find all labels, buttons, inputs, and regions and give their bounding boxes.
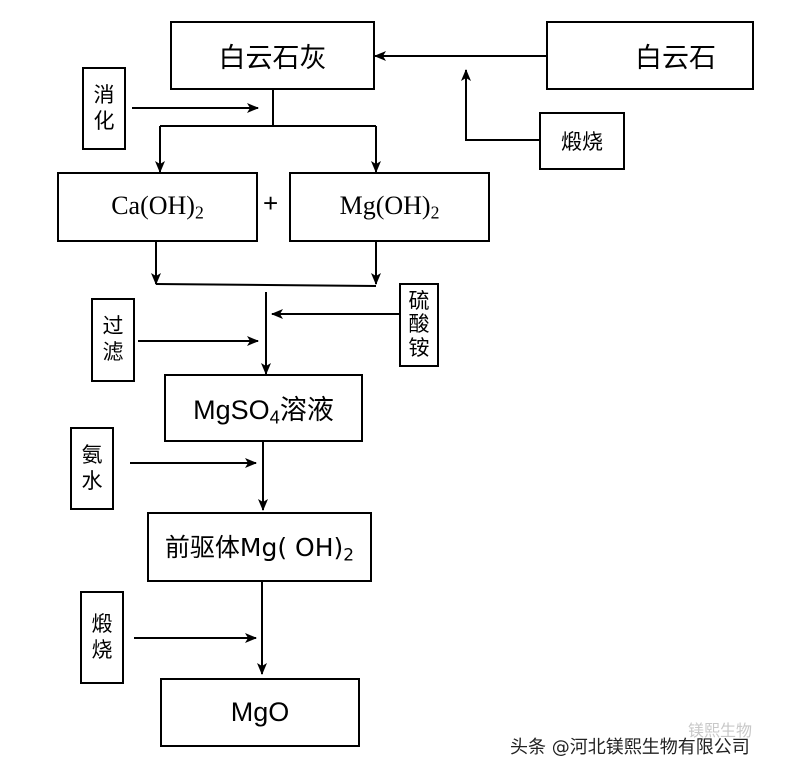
node-mgso4-suffix: 溶液	[279, 394, 334, 426]
node-mgoh2-base: Mg(OH)	[339, 190, 431, 220]
node-mgo-label: MgO	[230, 697, 290, 727]
watermark-text: 头条 @河北镁熙生物有限公司	[510, 737, 750, 758]
node-ammonium-sulfate-char: 酸	[408, 312, 430, 337]
node-filter: 过 滤	[91, 298, 135, 382]
node-slaking-char: 消	[93, 82, 115, 107]
node-mgso4-solution: MgSO4溶液	[164, 374, 363, 442]
node-ammonia-char: 氨	[81, 442, 103, 467]
node-ammonium-sulfate-char: 铵	[408, 335, 430, 360]
node-caoh2-label: Ca(OH)2	[111, 191, 204, 223]
node-ammonium-sulfate: 硫 酸 铵	[399, 283, 439, 367]
node-slaking-char: 化	[93, 108, 115, 133]
node-ammonia: 氨 水	[70, 427, 114, 510]
node-ammonium-sulfate-char: 硫	[408, 288, 430, 313]
node-mgso4-label: MgSO4溶液	[193, 388, 334, 429]
node-mgo: MgO	[160, 678, 360, 747]
node-filter-char: 滤	[102, 340, 124, 364]
node-mgso4-subscript: 4	[269, 406, 280, 428]
node-calcination-top: 煅烧	[539, 112, 625, 170]
line-merge-bar	[155, 283, 377, 287]
node-precursor-subscript: 2	[343, 545, 355, 566]
node-calcination-bottom: 煅 烧	[80, 591, 124, 684]
node-slaking: 消 化	[82, 67, 126, 150]
node-precursor-label: 前驱体Mg( OH)2	[165, 528, 354, 565]
node-dolomite-lime-label: 白云石灰	[218, 43, 327, 74]
node-caoh2-base: Ca(OH)	[111, 190, 195, 220]
node-dolomite-lime: 白云石灰	[170, 21, 375, 90]
node-caoh2: Ca(OH)2	[57, 172, 258, 242]
node-dolomite: 白云石	[546, 21, 754, 90]
node-mgoh2-subscript: 2	[430, 202, 440, 223]
node-precursor-base: 前驱体Mg( OH)	[164, 533, 344, 563]
node-mgoh2-label: Mg(OH)2	[340, 191, 440, 223]
node-mgoh2: Mg(OH)2	[289, 172, 490, 242]
node-precursor: 前驱体Mg( OH)2	[147, 512, 372, 582]
plus-sign: +	[263, 188, 279, 218]
watermark-faint: 镁熙生物	[688, 721, 753, 740]
node-calcination-bottom-char: 烧	[91, 637, 113, 662]
node-ammonia-char: 水	[81, 468, 103, 493]
node-calcination-bottom-char: 煅	[91, 611, 113, 636]
node-calcination-top-label: 煅烧	[561, 130, 603, 154]
node-caoh2-subscript: 2	[194, 202, 204, 223]
node-dolomite-label: 白云石	[635, 43, 716, 74]
arrow-calcination-up	[461, 69, 539, 141]
node-filter-char: 过	[102, 314, 124, 339]
node-mgso4-formula: MgSO	[193, 394, 270, 425]
